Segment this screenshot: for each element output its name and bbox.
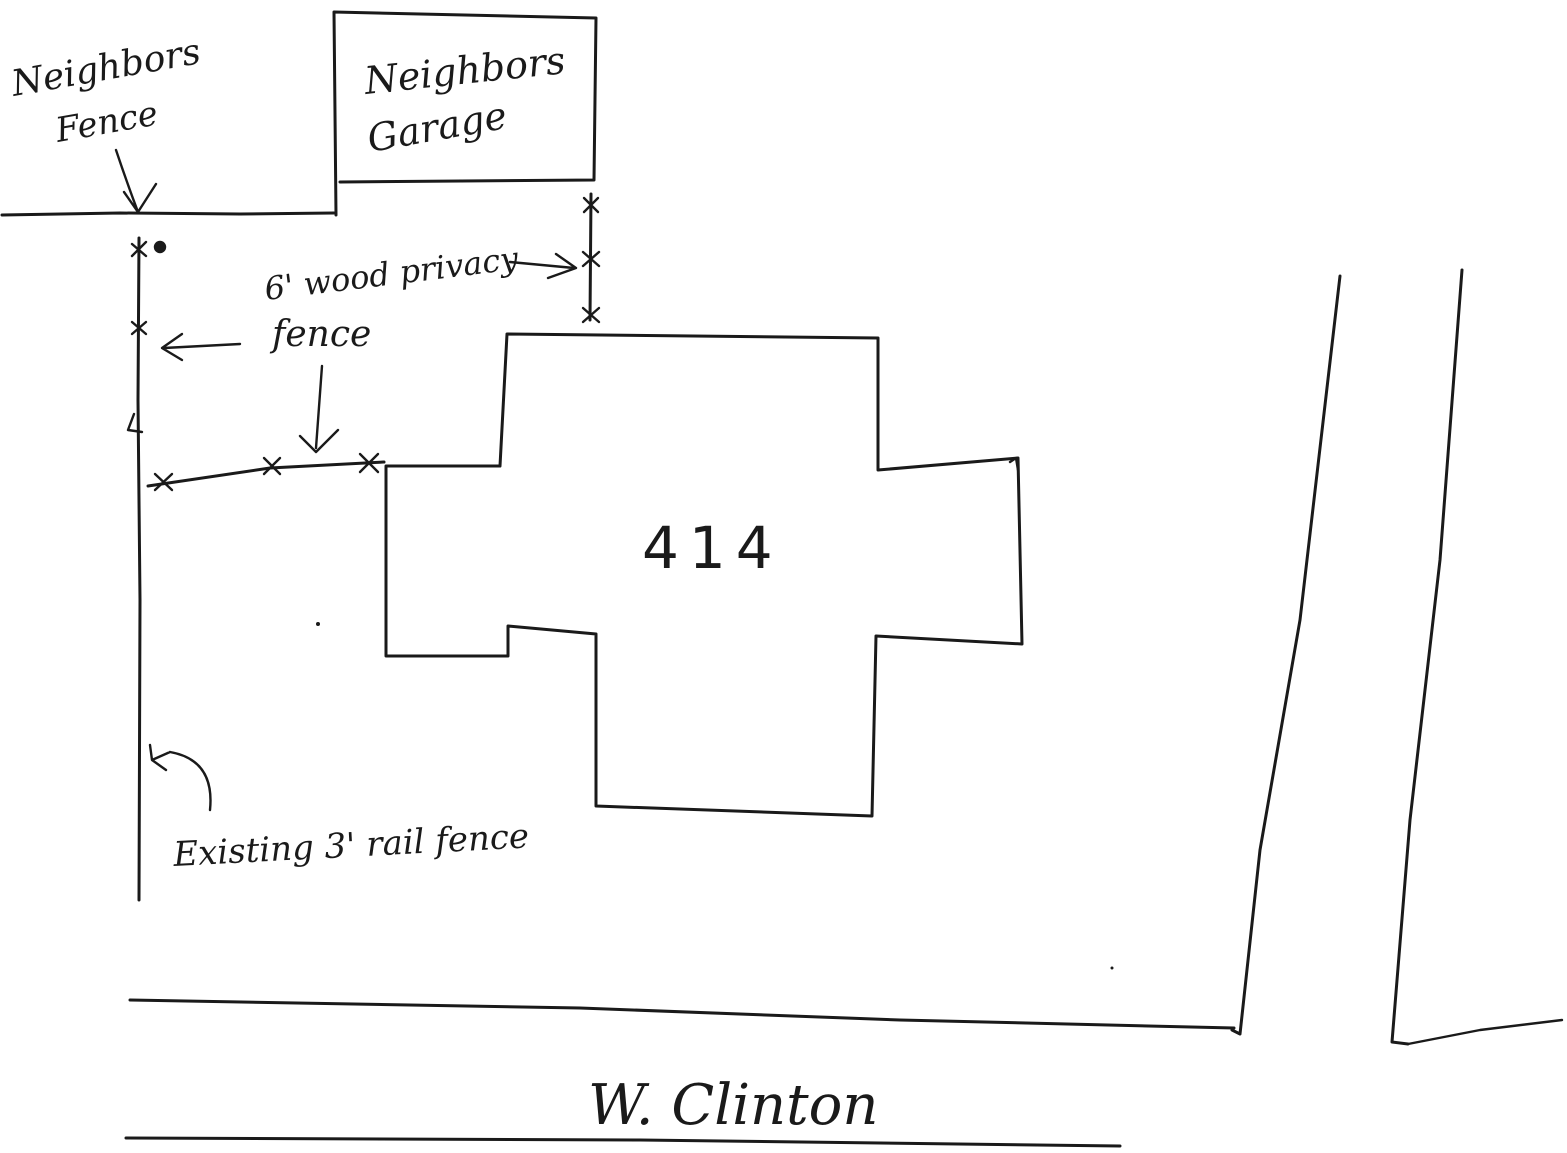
street-line xyxy=(124,1136,1122,1148)
stray-dot xyxy=(1110,966,1114,970)
privacy-fence-arrow-down xyxy=(298,364,340,454)
street-name: W. Clinton xyxy=(588,1073,878,1138)
privacy-fence-horizontal xyxy=(146,460,386,488)
neighbors-garage xyxy=(332,10,598,217)
driveway-left-edge xyxy=(1230,274,1342,1036)
existing-fence-label: Existing 3' rail fence xyxy=(171,816,530,875)
house-number: 414 xyxy=(642,514,783,582)
privacy-fence-right-posts xyxy=(581,196,601,324)
neighbors-fence-label-line2: Fence xyxy=(52,94,161,151)
privacy-fence-horizontal-posts xyxy=(153,452,380,492)
stray-dot xyxy=(316,622,320,626)
neighbors-fence-arrow xyxy=(114,148,158,214)
neighbors-garage-label-line2: Garage xyxy=(364,93,510,161)
neighbors-fence-label-line1: Neighbors xyxy=(7,31,203,105)
driveway-right-edge xyxy=(1390,268,1464,1046)
existing-fence-arrow xyxy=(148,743,212,812)
sidewalk-line xyxy=(128,998,1236,1030)
privacy-fence-label-line2: fence xyxy=(269,314,371,355)
privacy-fence-arrow-left xyxy=(160,332,242,362)
neighbors-garage-label-line1: Neighbors xyxy=(361,38,567,103)
privacy-fence-arrow-right xyxy=(508,252,578,280)
privacy-fence-left-posts xyxy=(126,240,167,434)
neighbors-fence-line xyxy=(0,211,336,217)
driveway-curb-right xyxy=(1406,1018,1564,1046)
house-corner-tick xyxy=(1008,456,1020,472)
privacy-fence-label-line1: 6' wood privacy xyxy=(262,239,521,308)
house-414-footprint xyxy=(384,332,1024,818)
existing-rail-fence xyxy=(136,236,142,902)
